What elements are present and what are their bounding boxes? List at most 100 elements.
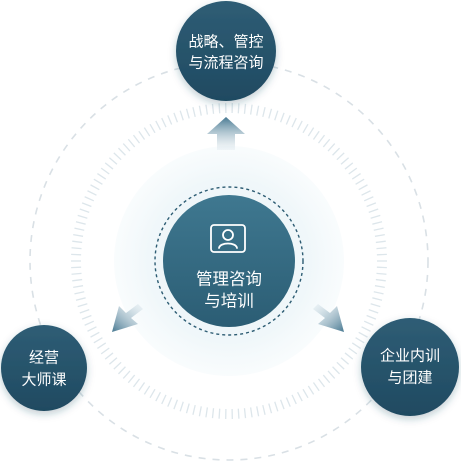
tick-mark: [372, 297, 383, 301]
tick-mark: [173, 112, 179, 123]
tick-mark: [363, 196, 374, 202]
arrow-down-right: [313, 304, 344, 332]
tick-mark: [375, 240, 386, 244]
tick-mark: [155, 391, 162, 402]
tick-mark: [211, 408, 215, 419]
tick-mark: [87, 190, 97, 196]
tick-mark: [161, 117, 167, 128]
tick-mark: [268, 108, 273, 119]
tick-mark: [291, 394, 297, 405]
tick-mark: [296, 120, 303, 131]
outer-dashed-ring: [29, 61, 429, 461]
tick-mark: [237, 408, 240, 419]
tick-mark: [73, 234, 84, 237]
right-node-label-line-2: 与团建: [387, 369, 432, 387]
tick-mark: [149, 123, 156, 134]
tick-mark: [167, 115, 173, 125]
tick-mark: [143, 127, 151, 137]
tick-mark: [81, 314, 92, 320]
tick-mark: [361, 190, 371, 196]
top-node-label-line-1: 战略、管控: [188, 33, 263, 51]
tick-mark: [93, 337, 103, 344]
tick-mark: [340, 357, 350, 365]
tick-mark: [167, 397, 173, 407]
tick-mark: [100, 347, 110, 355]
tick-mark: [211, 103, 215, 114]
tick-mark: [198, 406, 202, 417]
tick-mark: [198, 105, 202, 116]
tick-mark: [368, 208, 379, 213]
tick-mark: [262, 107, 266, 118]
left-node: [1, 325, 87, 411]
tick-mark: [370, 214, 381, 219]
tick-mark: [138, 382, 146, 392]
tick-mark: [161, 394, 167, 405]
tick-mark: [348, 167, 358, 175]
tick-mark: [336, 152, 345, 161]
tick-mark: [312, 382, 320, 392]
tick-mark: [173, 399, 179, 410]
tick-mark: [97, 342, 107, 349]
right-node: [361, 318, 459, 416]
tick-mark: [348, 347, 358, 355]
arrow-up: [207, 117, 245, 150]
tick-mark: [336, 361, 345, 370]
tick-mark: [77, 303, 88, 308]
tick-mark: [108, 357, 118, 365]
tick-mark: [296, 391, 303, 402]
tick-mark: [122, 143, 131, 152]
top-node-label-line-2: 与流程咨询: [188, 54, 263, 72]
tick-mark: [243, 408, 247, 419]
tick-mark: [132, 378, 141, 388]
tick-mark: [274, 110, 279, 121]
tick-mark: [322, 374, 331, 384]
tick-mark: [279, 399, 285, 410]
tick-mark: [243, 103, 247, 114]
center-node: [163, 195, 295, 327]
right-node-label-line-1: 企业内训: [380, 347, 440, 365]
tick-mark: [366, 202, 377, 208]
tick-mark: [100, 167, 110, 175]
tick-mark: [361, 326, 371, 332]
tick-mark: [75, 221, 86, 225]
tick-mark: [72, 278, 83, 282]
tick-mark: [332, 366, 341, 375]
tick-mark: [93, 178, 103, 185]
tick-mark: [307, 127, 315, 137]
tick-mark: [373, 227, 384, 231]
tick-mark: [79, 208, 90, 213]
tick-mark: [249, 407, 253, 418]
tick-mark: [75, 297, 86, 301]
tick-mark: [79, 309, 90, 314]
tick-mark: [185, 403, 190, 414]
tick-mark: [104, 162, 114, 170]
tick-mark: [84, 320, 95, 326]
tick-mark: [372, 221, 383, 225]
tick-mark: [132, 134, 141, 144]
tick-mark: [90, 331, 100, 338]
tick-mark: [351, 173, 361, 180]
tick-mark: [302, 123, 309, 134]
tick-mark: [302, 388, 309, 399]
tick-mark: [97, 173, 107, 180]
tick-mark: [376, 272, 387, 275]
tick-mark: [285, 115, 291, 125]
tick-mark: [205, 407, 209, 418]
tick-mark: [74, 227, 85, 231]
tick-mark: [117, 147, 126, 156]
top-node: [176, 1, 276, 101]
tick-mark: [322, 138, 331, 148]
tick-mark: [327, 370, 336, 379]
tick-mark: [87, 326, 97, 332]
tick-mark: [104, 352, 114, 360]
tick-mark: [249, 104, 253, 115]
tick-mark: [138, 130, 146, 140]
tick-mark: [368, 309, 379, 314]
tick-mark: [374, 285, 385, 288]
tick-mark: [327, 143, 336, 152]
tick-mark: [149, 388, 156, 399]
left-node-label-line-1: 经营: [29, 349, 59, 367]
tick-mark: [291, 117, 297, 128]
tick-mark: [192, 107, 196, 118]
